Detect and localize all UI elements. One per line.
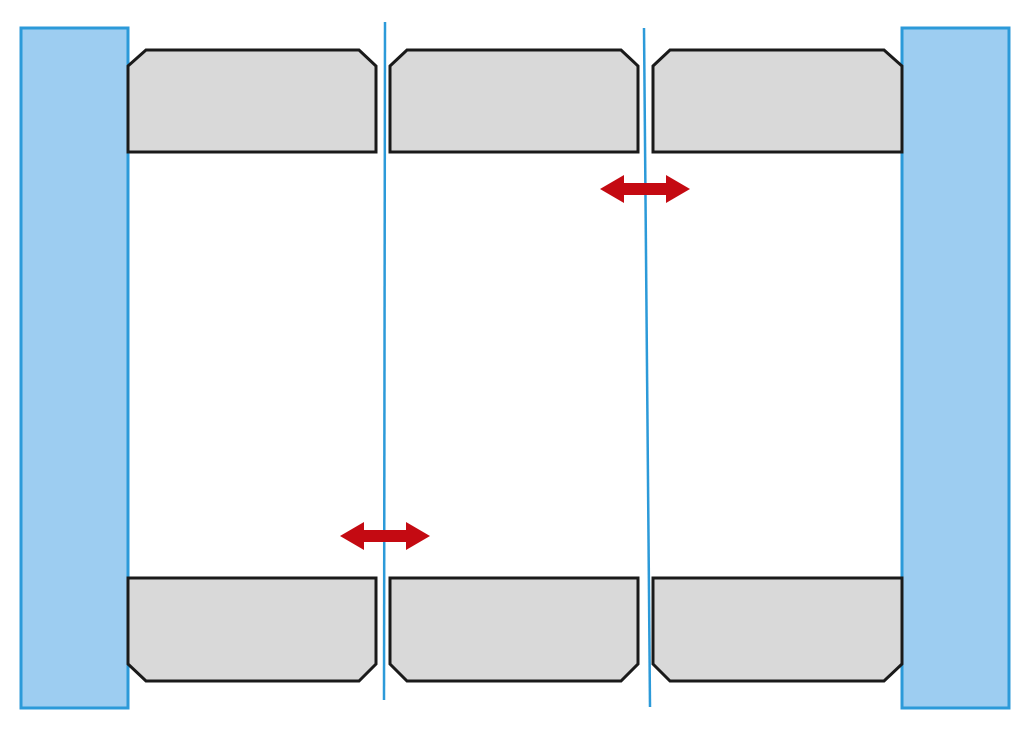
top-block-middle [388, 48, 640, 154]
right-wall [900, 26, 1011, 710]
walls [19, 26, 1011, 710]
top-block-left [126, 48, 378, 154]
vertical-line-right [642, 27, 652, 708]
vertical-lines [382, 21, 652, 708]
double-headed-arrow-icon [600, 175, 690, 203]
double-headed-arrow-icon [340, 522, 430, 550]
vertical-line-left [382, 21, 387, 701]
bottom-block-middle [388, 576, 640, 683]
top-row [126, 48, 904, 154]
top-block-right [651, 48, 904, 154]
left-wall [19, 26, 130, 710]
bottom-block-right [651, 576, 904, 683]
bottom-row [126, 576, 904, 683]
bottom-block-left [126, 576, 378, 683]
arrows [340, 175, 690, 550]
